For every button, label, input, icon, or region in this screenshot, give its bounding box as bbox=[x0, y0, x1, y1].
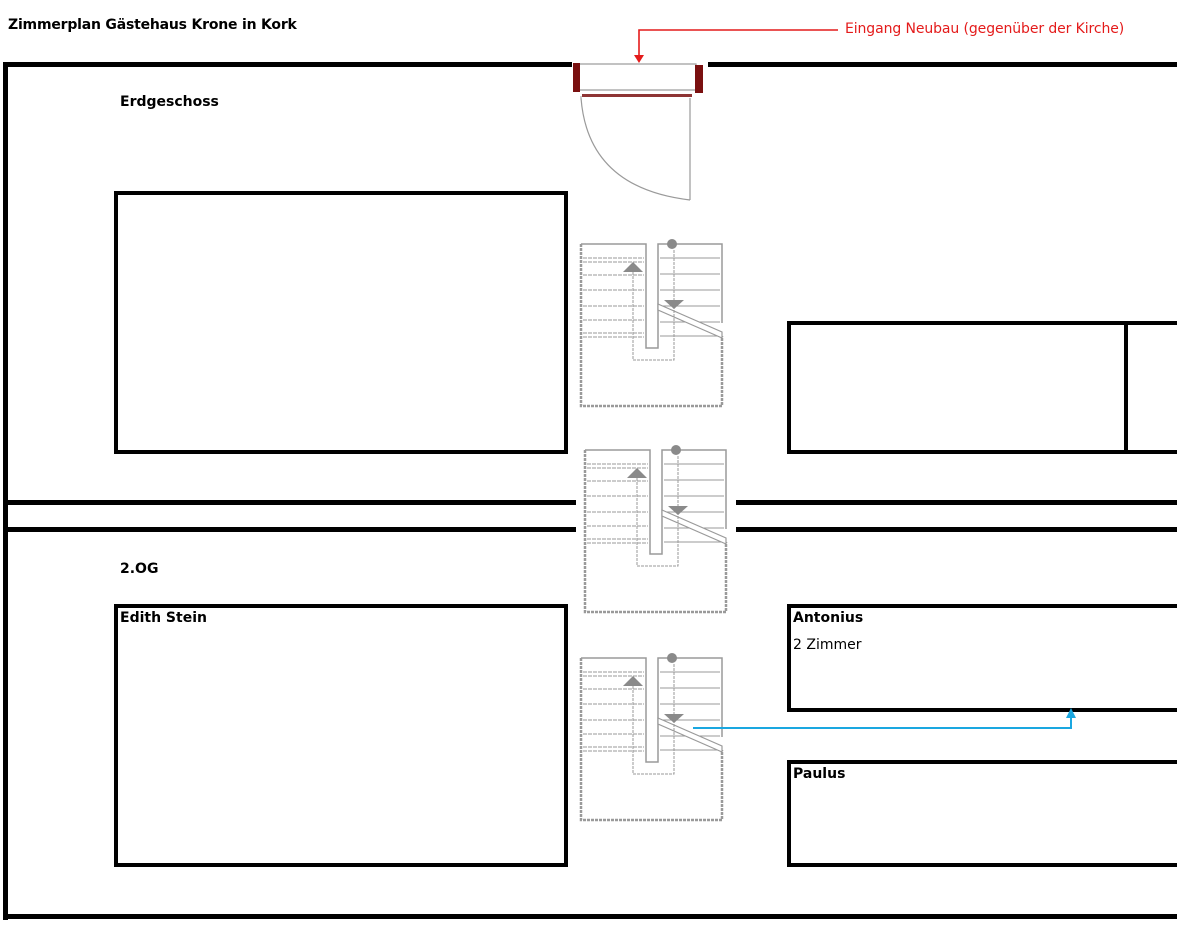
entrance-arrow-line bbox=[638, 29, 838, 56]
room-name: Antonius bbox=[793, 610, 864, 626]
stair-down-arrow-icon bbox=[664, 300, 684, 309]
room-subtitle: 2 Zimmer bbox=[793, 637, 862, 653]
stair-outline bbox=[579, 658, 724, 822]
stair-wall bbox=[585, 449, 727, 555]
room-edith-stein[interactable]: Edith Stein bbox=[114, 604, 568, 867]
eg-wall-bottom-right bbox=[736, 500, 1177, 505]
entrance-arrow-head bbox=[634, 55, 644, 63]
door-jamb-left bbox=[573, 63, 580, 92]
room-name: Edith Stein bbox=[120, 610, 207, 626]
stair-down-arrow-icon bbox=[664, 714, 684, 723]
room-eg-far-right[interactable] bbox=[1124, 321, 1177, 454]
door-swing-arc bbox=[580, 97, 691, 201]
entrance-door-icon[interactable] bbox=[570, 60, 710, 205]
stair-start-dot bbox=[667, 239, 677, 249]
room-paulus[interactable]: Paulus bbox=[787, 760, 1177, 867]
eg-wall-top-right bbox=[708, 62, 1177, 67]
door-leaf bbox=[582, 94, 692, 97]
room-antonius[interactable]: Antonius 2 Zimmer bbox=[787, 604, 1177, 712]
path-arrow-head bbox=[1066, 708, 1076, 718]
staircase-icon bbox=[579, 239, 724, 408]
stair-up-arrow-icon bbox=[627, 468, 647, 478]
eg-wall-left bbox=[3, 62, 8, 505]
entrance-annotation: Eingang Neubau (gegenüber der Kirche) bbox=[845, 21, 1125, 37]
og-wall-top-left bbox=[3, 527, 576, 532]
stair-up-arrow-icon bbox=[623, 676, 643, 686]
og-wall-left bbox=[3, 500, 8, 920]
plan-title: Zimmerplan Gästehaus Krone in Kork bbox=[8, 17, 297, 33]
stair-outline bbox=[579, 244, 724, 408]
og-wall-bottom bbox=[3, 914, 1177, 919]
eg-wall-top-left bbox=[3, 62, 572, 67]
stair-start-dot bbox=[671, 445, 681, 455]
staircase-icon bbox=[583, 445, 728, 614]
stair-start-dot bbox=[667, 653, 677, 663]
floor-label-2og: 2.OG bbox=[120, 561, 159, 577]
door-jamb-right bbox=[695, 65, 703, 93]
room-eg-right[interactable] bbox=[787, 321, 1130, 454]
room-eg-left[interactable] bbox=[114, 191, 568, 454]
path-line bbox=[693, 716, 1072, 729]
room-name: Paulus bbox=[793, 766, 846, 782]
stair-outline bbox=[583, 450, 728, 614]
og-wall-top-right bbox=[736, 527, 1177, 532]
stair-wall bbox=[581, 657, 723, 763]
floor-label-erdgeschoss: Erdgeschoss bbox=[120, 94, 219, 110]
staircase-icon bbox=[579, 653, 724, 822]
eg-wall-bottom-left bbox=[3, 500, 576, 505]
stair-up-arrow-icon bbox=[623, 262, 643, 272]
stair-down-arrow-icon bbox=[668, 506, 688, 515]
stair-wall bbox=[581, 243, 723, 349]
